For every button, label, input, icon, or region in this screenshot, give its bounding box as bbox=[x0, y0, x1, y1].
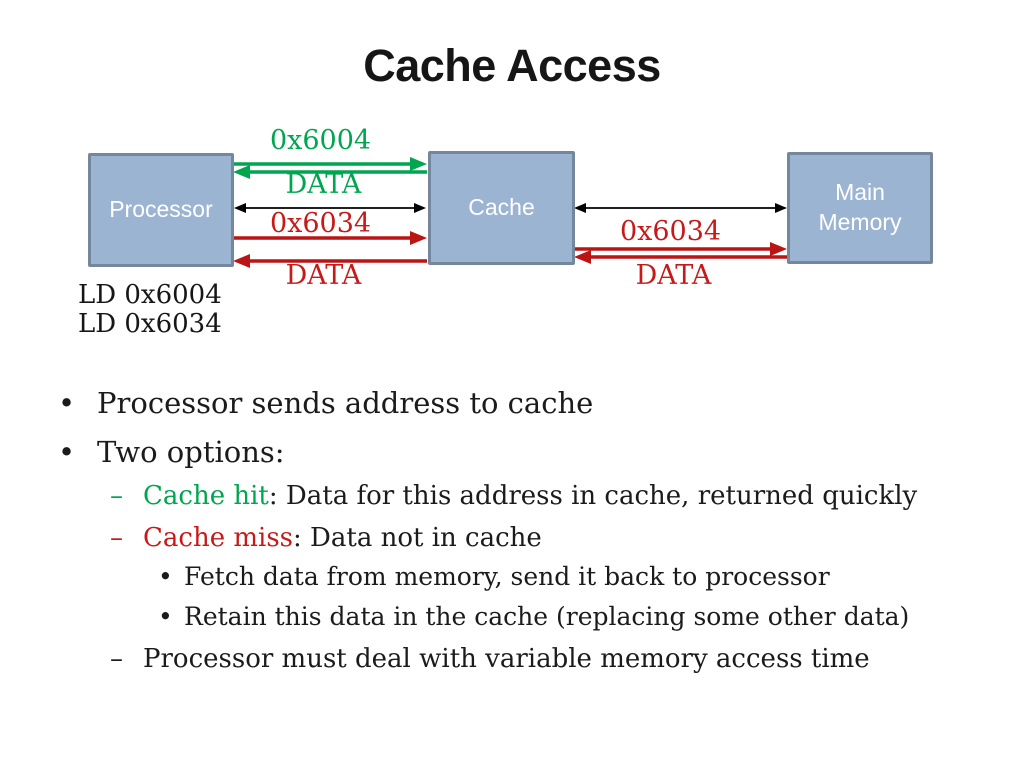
cache-hit-data-return-arrow bbox=[233, 165, 427, 179]
bullet-cache-miss: –Cache miss: Data not in cache bbox=[110, 523, 542, 553]
processor-cache-bus-arrow bbox=[234, 203, 426, 213]
miss-address-label: 0x6034 bbox=[269, 208, 372, 239]
miss-data-label: DATA bbox=[285, 260, 362, 291]
bullet-dash-marker: – bbox=[110, 644, 123, 674]
bullet-sends-address-text: Processor sends address to cache bbox=[97, 386, 594, 420]
memory-data-label: DATA bbox=[635, 260, 712, 291]
bullet-fetch-data-text: Fetch data from memory, send it back to … bbox=[184, 562, 830, 591]
cache-hit-description: : Data for this address in cache, return… bbox=[268, 481, 918, 511]
cache-hit-term: Cache hit bbox=[143, 481, 269, 511]
cache-miss-description: : Data not in cache bbox=[293, 523, 542, 553]
memory-data-return-arrow bbox=[574, 250, 787, 264]
bullet-variable-access-time-text: Processor must deal with variable memory… bbox=[143, 644, 870, 674]
load-instruction-1: LD 0x6004 bbox=[78, 280, 222, 310]
main-memory-box: Main Memory bbox=[787, 152, 933, 264]
bullet-cache-hit: –Cache hit: Data for this address in cac… bbox=[110, 481, 917, 511]
cache-hit-request-arrow bbox=[233, 157, 427, 171]
bullet-dot-marker: • bbox=[158, 602, 173, 631]
bullet-dot-marker: • bbox=[58, 435, 76, 469]
main-memory-box-label: Main Memory bbox=[818, 179, 902, 235]
cache-box: Cache bbox=[428, 151, 575, 265]
processor-box: Processor bbox=[88, 153, 234, 267]
bullet-sends-address: • Processor sends address to cache bbox=[58, 386, 593, 420]
diagram-arrows bbox=[233, 157, 787, 268]
cache-miss-term: Cache miss bbox=[143, 523, 294, 553]
bullet-dot-marker: • bbox=[158, 562, 173, 591]
bullet-two-options-text: Two options: bbox=[97, 435, 285, 469]
bullet-two-options: • Two options: bbox=[58, 435, 285, 469]
bullet-fetch-data: • Fetch data from memory, send it back to… bbox=[158, 562, 830, 591]
cache-miss-data-return-arrow bbox=[233, 254, 427, 268]
hit-address-label: 0x6004 bbox=[269, 125, 372, 156]
bullet-retain-data-text: Retain this data in the cache (replacing… bbox=[184, 602, 910, 631]
load-instruction-2: LD 0x6034 bbox=[78, 309, 222, 339]
hit-data-label: DATA bbox=[285, 169, 362, 200]
bullet-dash-marker: – bbox=[110, 523, 123, 553]
cache-memory-bus-arrow bbox=[574, 203, 787, 213]
bullet-dash-marker: – bbox=[110, 481, 123, 511]
bullet-variable-access-time: –Processor must deal with variable memor… bbox=[110, 644, 870, 674]
cache-miss-request-arrow bbox=[233, 231, 427, 245]
memory-request-arrow bbox=[574, 242, 787, 256]
slide-title: Cache Access bbox=[363, 40, 661, 91]
bullet-retain-data: • Retain this data in the cache (replacin… bbox=[158, 602, 909, 631]
memory-address-label: 0x6034 bbox=[619, 216, 722, 247]
bullet-dot-marker: • bbox=[58, 386, 76, 420]
processor-box-label: Processor bbox=[109, 196, 213, 223]
cache-box-label: Cache bbox=[468, 194, 535, 221]
